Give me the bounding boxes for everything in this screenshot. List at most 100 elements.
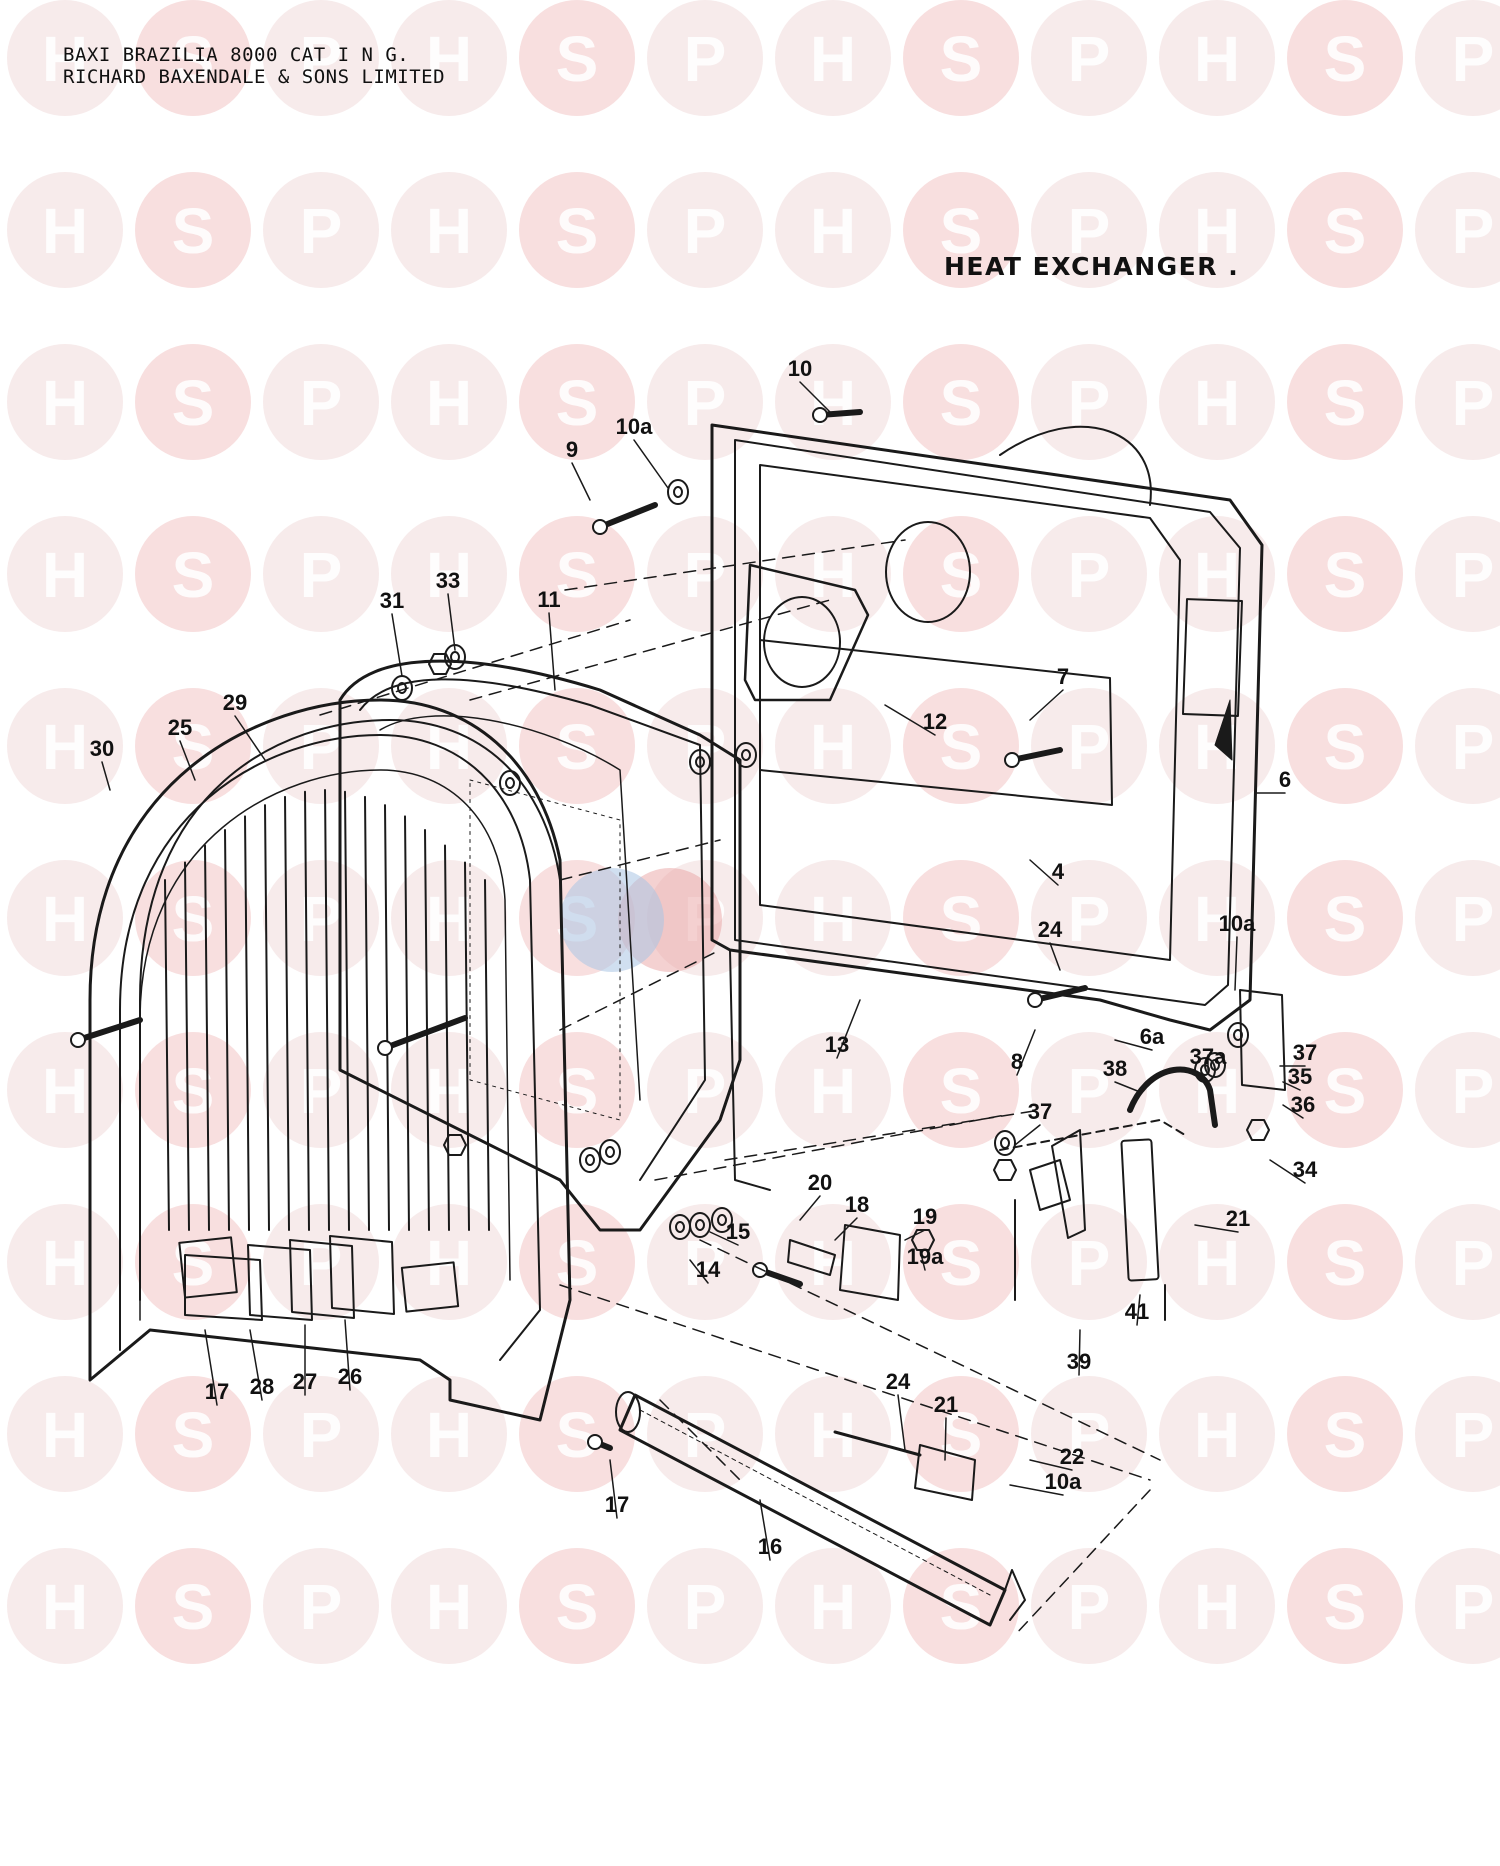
callout-label-25: 25 [168, 715, 192, 740]
callout-label-37: 37 [1293, 1040, 1317, 1065]
back-casing-panel [710, 423, 1264, 1191]
watermark-circle [519, 1376, 635, 1492]
watermark-letter: H [810, 195, 856, 267]
watermark-circle [647, 0, 763, 116]
callout-label-21: 21 [934, 1392, 958, 1417]
watermark-letter: H [810, 367, 856, 439]
center-logo-blue [560, 868, 664, 972]
callout-label-29: 29 [223, 690, 247, 715]
watermark-circle [263, 860, 379, 976]
watermark-letter: S [1324, 1399, 1367, 1471]
watermark-circle [1415, 1204, 1500, 1320]
cover-ribs [164, 789, 490, 1231]
washer [994, 1130, 1016, 1156]
screw-head [1004, 752, 1020, 768]
watermark-circle [263, 1548, 379, 1664]
callout-leader [759, 1499, 771, 1561]
watermark-letter: H [426, 23, 472, 95]
sight-glass-parts [184, 1235, 395, 1321]
callout-label-14: 14 [696, 1257, 721, 1282]
watermark-letter: H [810, 23, 856, 95]
cover-rib [304, 790, 310, 1231]
callout-leader [633, 439, 669, 489]
watermark-circle [903, 516, 1019, 632]
callout-label-24: 24 [886, 1369, 911, 1394]
screw-head [592, 519, 608, 535]
washer-hole [741, 749, 751, 761]
callout-label-4: 4 [1052, 859, 1065, 884]
watermark-letter: P [1452, 23, 1495, 95]
callout-label-15: 15 [726, 1219, 750, 1244]
watermark-letter: P [1452, 1055, 1495, 1127]
washer-hole [505, 777, 515, 789]
watermark-circle [391, 860, 507, 976]
watermark-circle [1415, 1376, 1500, 1492]
watermark-letter: P [300, 1055, 343, 1127]
watermark-circle [903, 172, 1019, 288]
watermark-circle [1159, 1032, 1275, 1148]
washer-hole [695, 1219, 705, 1231]
pilot-assembly [999, 1119, 1186, 1321]
nut [911, 1229, 935, 1251]
callout-leader [799, 381, 831, 413]
watermark-circle [1287, 516, 1403, 632]
watermark-letter: S [172, 711, 215, 783]
callout-label-18: 18 [845, 1192, 869, 1217]
callout-label-26: 26 [338, 1364, 362, 1389]
callout-label-12: 12 [923, 709, 947, 734]
watermark-letter: P [1068, 1399, 1111, 1471]
watermark-letter: S [1324, 367, 1367, 439]
watermark-letter: H [42, 883, 88, 955]
watermark-letter: S [1324, 1055, 1367, 1127]
watermark-letter: P [300, 367, 343, 439]
callout-label-21: 21 [1226, 1206, 1250, 1231]
watermark-letter: P [1452, 367, 1495, 439]
washer [735, 742, 757, 768]
watermark-circle [1287, 1376, 1403, 1492]
screw-head [1027, 992, 1043, 1008]
watermark-circle [775, 1376, 891, 1492]
watermark-letter: S [556, 367, 599, 439]
callout-leader [204, 1329, 218, 1406]
callout-label-6: 6 [1279, 767, 1291, 792]
watermark-circle [647, 1376, 763, 1492]
watermark-letter: S [172, 883, 215, 955]
callout-label-37: 37 [1028, 1099, 1052, 1124]
watermark-circle [135, 1376, 251, 1492]
watermark-letter: P [300, 539, 343, 611]
watermark-circle [1287, 0, 1403, 116]
screw [382, 1015, 468, 1051]
watermark-letter: P [684, 539, 727, 611]
burner-bar [615, 1391, 1026, 1627]
watermark-letter: H [42, 1227, 88, 1299]
callout-leader [1114, 1039, 1153, 1051]
watermark-letter: P [1068, 1227, 1111, 1299]
watermark-circle [1159, 516, 1275, 632]
watermark-circle [263, 516, 379, 632]
watermark-circle [1287, 860, 1403, 976]
callout-leader [884, 704, 936, 736]
watermark-letter: P [1068, 23, 1111, 95]
callout-label-39: 39 [1067, 1349, 1091, 1374]
watermark-circle [1031, 1032, 1147, 1148]
watermark-letter: P [1068, 1055, 1111, 1127]
watermark-circle [1159, 172, 1275, 288]
callout-leader [689, 1259, 709, 1284]
watermark-circle [903, 1032, 1019, 1148]
cover-rib [184, 861, 190, 1231]
exploded-view-drawing [70, 381, 1306, 1636]
watermark-letter: H [426, 367, 472, 439]
washer [667, 479, 689, 505]
watermark-circle [1159, 1548, 1275, 1664]
callout-leader [1009, 1484, 1064, 1496]
callout-leader [1078, 1329, 1081, 1376]
callout-leader [1234, 936, 1238, 991]
watermark-letter: S [1324, 23, 1367, 95]
watermark-circle [391, 1548, 507, 1664]
watermark-circle [135, 344, 251, 460]
watermark-letter: P [300, 711, 343, 783]
callout-leader [1114, 1081, 1141, 1093]
right-bracket-plate [1239, 989, 1286, 1091]
callout-leader [1029, 1459, 1073, 1471]
